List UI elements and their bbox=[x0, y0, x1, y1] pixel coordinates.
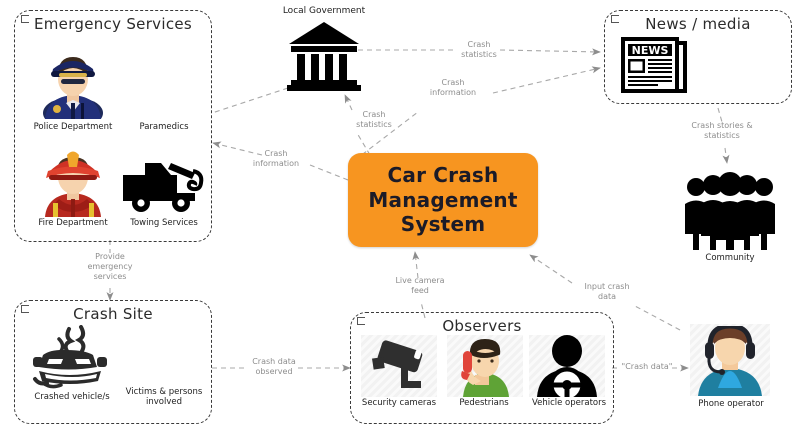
caption-crashed-vehicles: Crashed vehicle/s bbox=[34, 392, 110, 402]
flow-label-live-camera-feed: Live camera feed bbox=[395, 276, 445, 295]
label-local-government: Local Government bbox=[282, 6, 366, 16]
government-building-icon bbox=[285, 20, 363, 92]
police-officer-icon bbox=[37, 43, 109, 129]
zone-corner-marker bbox=[611, 15, 619, 23]
crashed-car-icon bbox=[29, 325, 113, 391]
zone-title-crash-site: Crash Site bbox=[73, 305, 153, 323]
label-community: Community bbox=[705, 253, 755, 263]
zone-title-observers: Observers bbox=[442, 317, 522, 335]
flow-label-crash-information-news: Crash information bbox=[429, 78, 477, 97]
caption-security-cameras: Security cameras bbox=[361, 398, 437, 408]
people-group-icon bbox=[682, 172, 778, 250]
pedestrian-phone-icon bbox=[449, 337, 521, 397]
wire-op-ccms-b bbox=[529, 254, 573, 284]
wire-gov-news-b bbox=[499, 48, 601, 56]
cctv-camera-icon bbox=[363, 339, 435, 395]
firefighter-icon bbox=[37, 141, 109, 217]
zone-corner-marker bbox=[21, 15, 29, 23]
caption-police-department: Police Department bbox=[33, 122, 113, 132]
wire-news-comm-a bbox=[717, 107, 723, 123]
wire-ccms-news-b bbox=[492, 66, 601, 94]
flow-label-crash-statistics-government: Crash statistics bbox=[356, 110, 392, 129]
flow-label-crash-statistics-news: Crash statistics bbox=[461, 40, 497, 59]
wire-ccms-gov-a bbox=[356, 132, 371, 156]
central-system-box[interactable]: Car Crash Management System bbox=[348, 153, 538, 247]
svg-text:NEWS: NEWS bbox=[632, 44, 669, 57]
caption-paramedics: Paramedics bbox=[139, 122, 189, 132]
caption-vehicle-operators: Vehicle operators bbox=[531, 398, 607, 408]
wire-op-ccms-a bbox=[634, 305, 681, 331]
flow-label-provide-emergency-services: Provide emergency services bbox=[87, 252, 133, 281]
zone-title-news-media: News / media bbox=[645, 15, 751, 33]
wire-news-comm-b bbox=[722, 147, 730, 164]
zone-title-emergency-services: Emergency Services bbox=[33, 15, 193, 33]
caption-towing-services: Towing Services bbox=[130, 218, 198, 228]
caption-pedestrians: Pedestrians bbox=[459, 398, 509, 408]
label-phone-operator: Phone operator bbox=[698, 399, 764, 409]
caption-victims: Victims & persons involved bbox=[125, 387, 203, 407]
wire-ccms-gov-b bbox=[344, 94, 353, 111]
newspaper-icon: NEWS bbox=[619, 37, 691, 95]
flow-label-input-crash-data: Input crash data bbox=[584, 282, 630, 301]
zone-emergency-services[interactable]: Emergency Services Police Department Pa bbox=[14, 10, 212, 242]
zone-corner-marker bbox=[21, 305, 29, 313]
headset-operator-icon bbox=[692, 323, 768, 396]
flow-label-crash-information-emergency: Crash information bbox=[252, 149, 300, 168]
wire-ccms-es-a bbox=[309, 164, 349, 181]
zone-corner-marker bbox=[357, 317, 365, 325]
flow-label-crash-stories-community: Crash stories & statistics bbox=[691, 121, 753, 140]
zone-observers[interactable]: Observers Security cameras bbox=[350, 312, 614, 424]
flow-label-crash-data-operator: "Crash data" bbox=[621, 362, 673, 371]
tow-truck-icon bbox=[119, 153, 207, 215]
wire-gov-es bbox=[211, 87, 289, 114]
driver-icon bbox=[531, 335, 603, 403]
zone-news-media[interactable]: News / media NEWS bbox=[604, 10, 792, 104]
caption-fire-department: Fire Department bbox=[38, 218, 108, 228]
flow-label-crash-data-observed: Crash data observed bbox=[252, 357, 296, 376]
wire-obs-ccms-b bbox=[412, 251, 420, 279]
zone-crash-site[interactable]: Crash Site bbox=[14, 300, 212, 424]
